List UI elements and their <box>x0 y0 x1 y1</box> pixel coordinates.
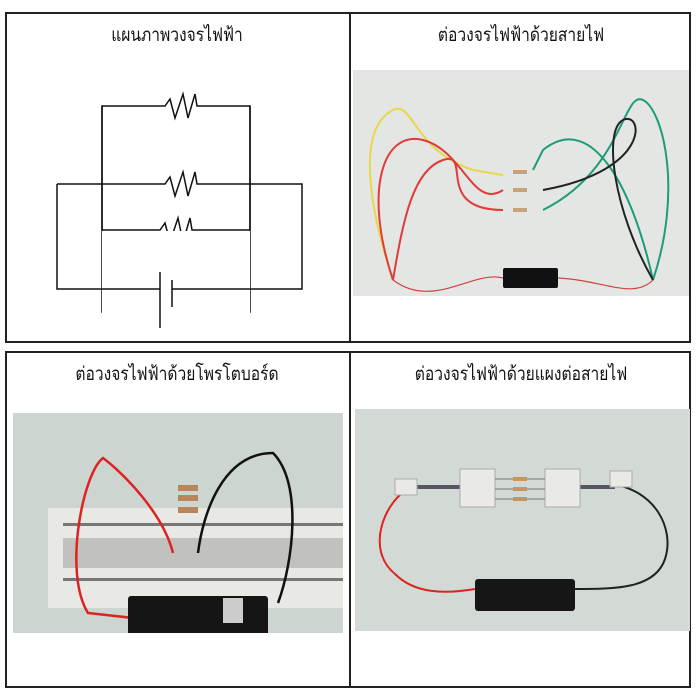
terminal-block-circuit-photo <box>355 409 690 631</box>
parallel-circuit-diagram <box>56 91 303 331</box>
cell-title-protoboard-circuit: ต่อวงจรไฟฟ้าด้วยโพรโตบอร์ด <box>75 363 279 385</box>
top-table-row: แผนภาพวงจรไฟฟ้า ต่อวงจรไฟฟ้าด้วยสายไฟ <box>5 12 691 343</box>
cell-title-terminal-block-circuit: ต่อวงจรไฟฟ้าด้วยแผงต่อสายไฟ <box>414 363 628 385</box>
bottom-table-row: ต่อวงจรไฟฟ้าด้วยโพรโตบอร์ด ต่อวงจรไฟฟ้าด… <box>5 351 691 688</box>
protoboard-circuit-photo <box>13 413 343 633</box>
battery <box>128 596 268 633</box>
column-divider <box>349 14 351 341</box>
cell-title-wire-circuit: ต่อวงจรไฟฟ้าด้วยสายไฟ <box>437 24 605 46</box>
cell-title-circuit-diagram: แผนภาพวงจรไฟฟ้า <box>111 24 243 46</box>
wire-circuit-photo <box>353 70 689 296</box>
protoboard <box>48 508 343 608</box>
battery <box>475 579 575 611</box>
battery <box>503 268 558 288</box>
column-divider <box>349 353 351 686</box>
